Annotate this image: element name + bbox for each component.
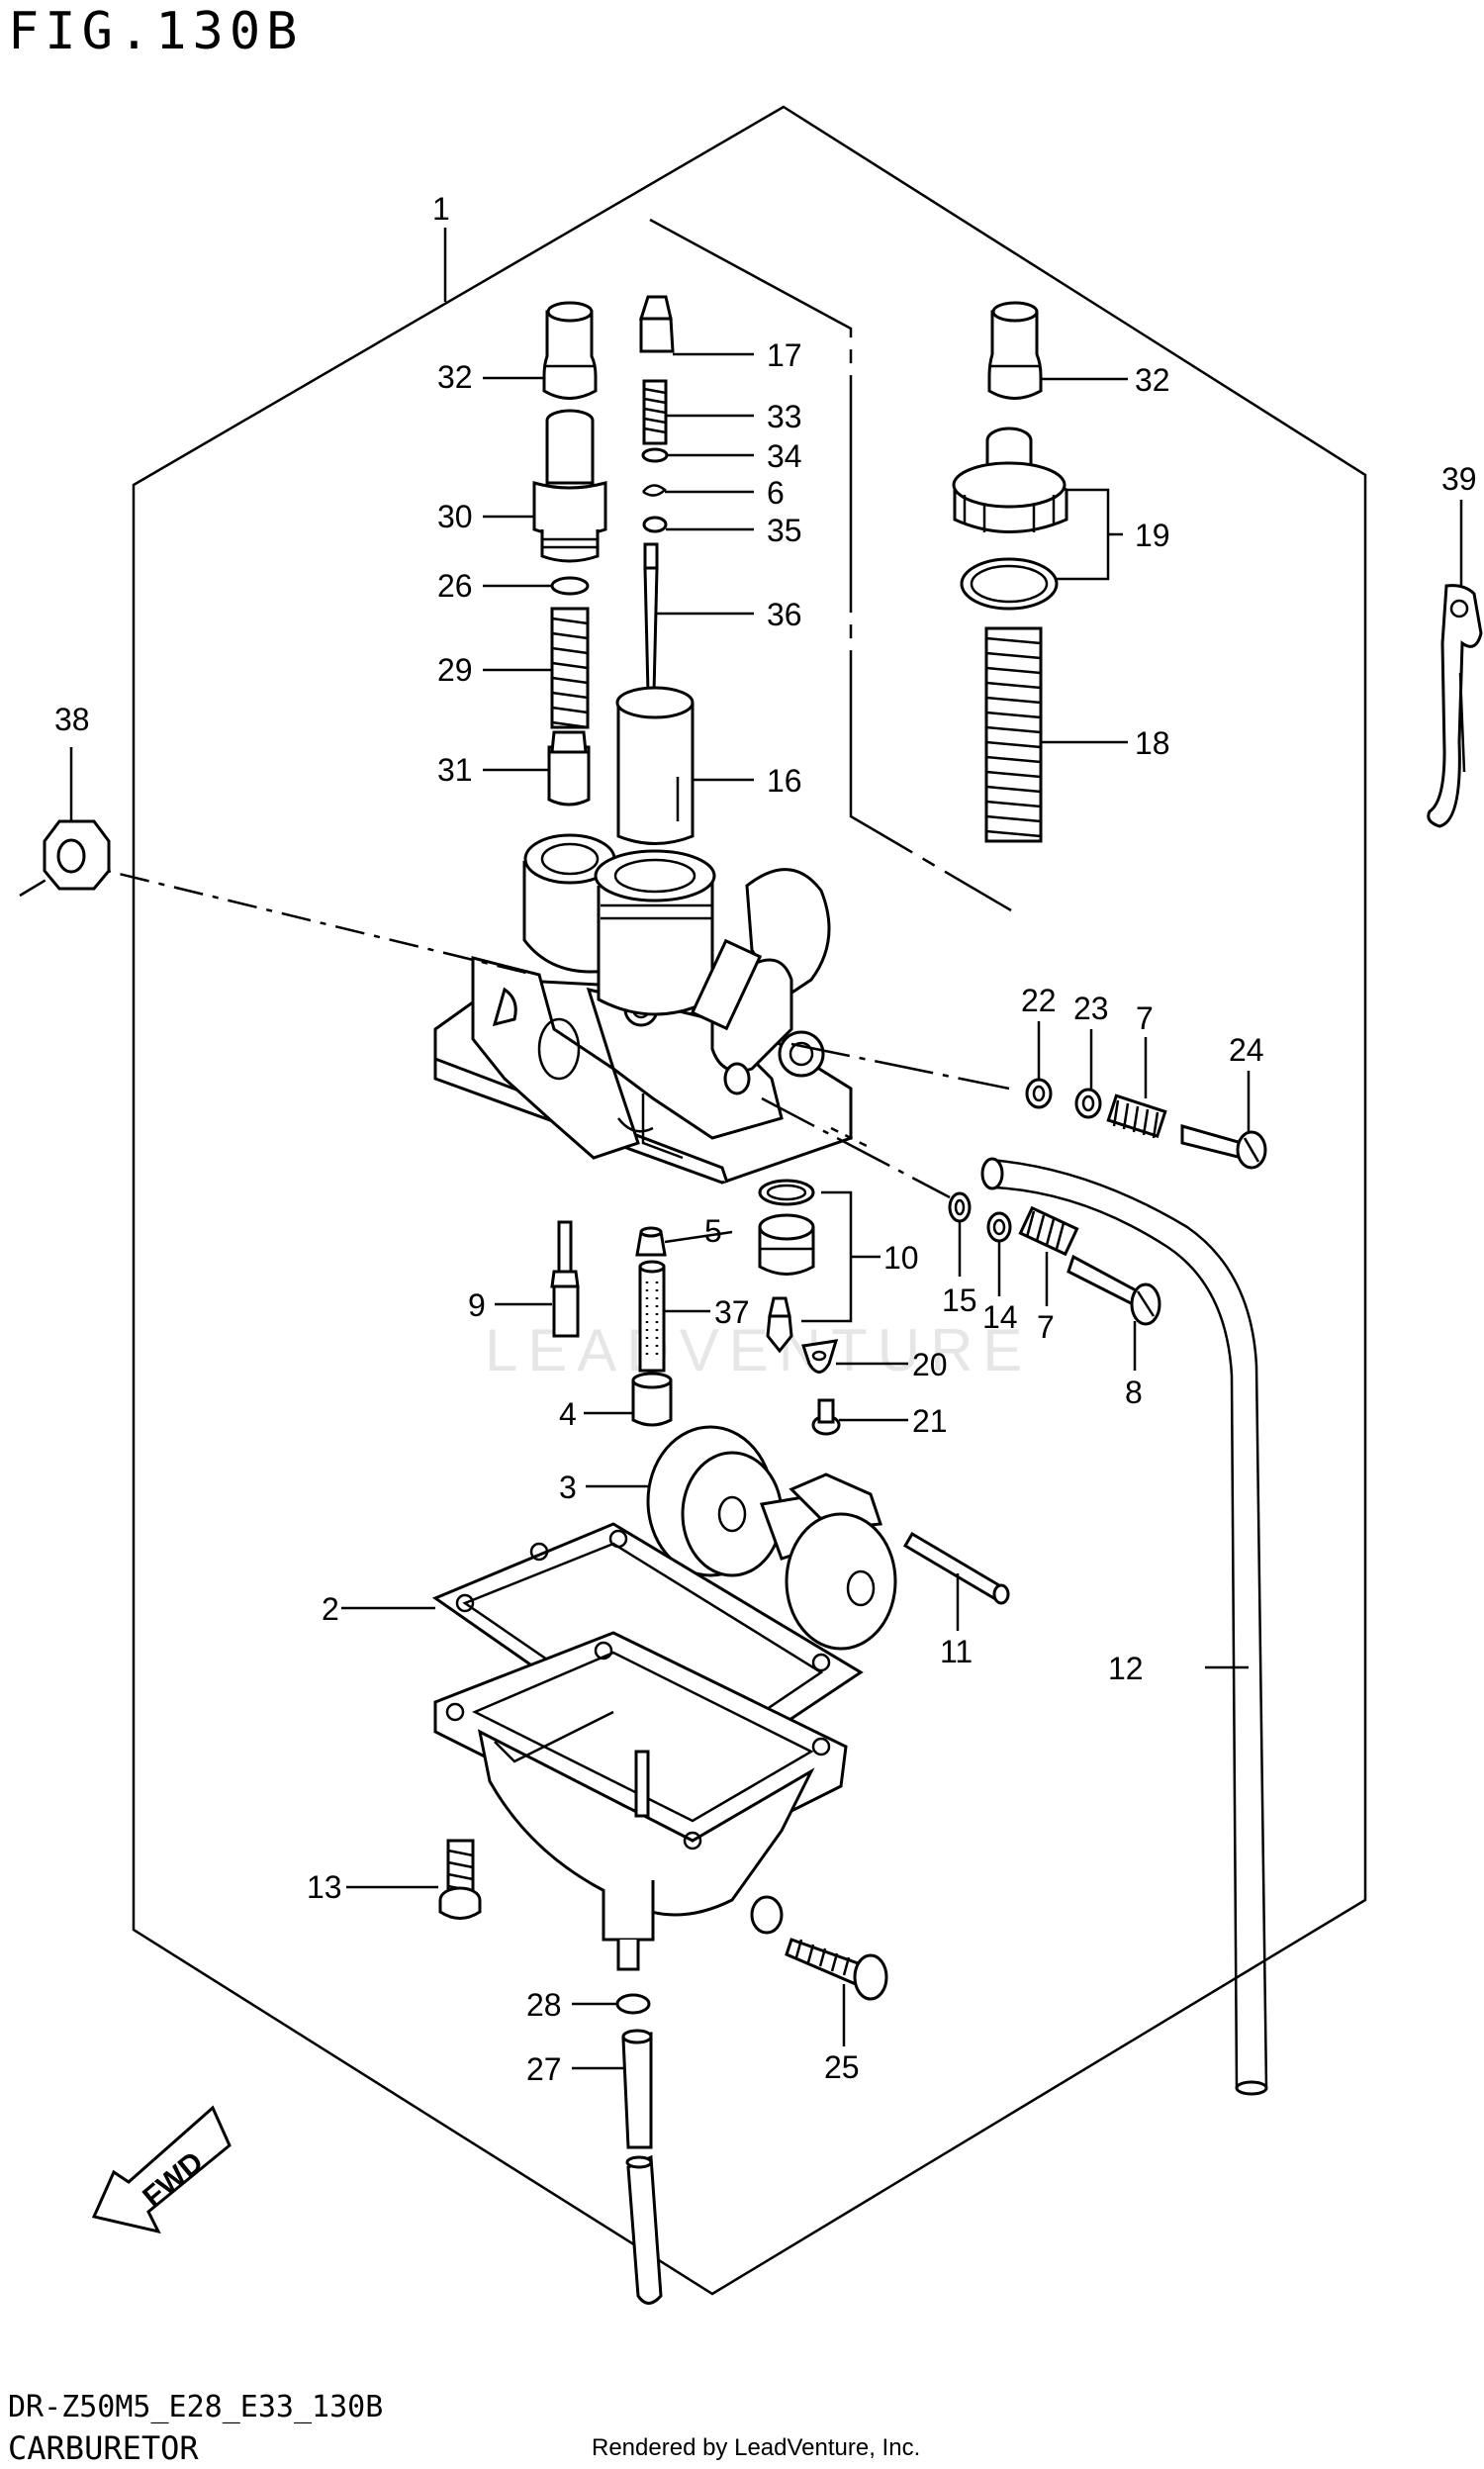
callout-18: 18 [1135, 725, 1170, 761]
callout-34: 34 [767, 438, 802, 474]
callout-4: 4 [559, 1396, 577, 1432]
washer-22 [1025, 1078, 1053, 1109]
vent-tube-12 [980, 1157, 1268, 2096]
pilot-jet-9 [550, 1220, 580, 1338]
callout-28: 28 [526, 1987, 562, 2023]
callout-25: 25 [824, 2049, 860, 2085]
top-cap-19 [952, 427, 1068, 533]
hose-clamp-28 [615, 1993, 651, 2015]
spring-18 [984, 626, 1043, 843]
o-ring-26 [550, 576, 590, 596]
float-pin-11 [902, 1531, 1010, 1605]
callout-35: 35 [767, 513, 802, 548]
spring-29 [550, 607, 590, 729]
callout-22: 22 [1021, 983, 1057, 1018]
spring-7a [1106, 1093, 1167, 1139]
float-bowl [433, 1631, 848, 1971]
clip-20 [801, 1339, 839, 1374]
callout-31: 31 [437, 752, 473, 788]
float-valve-seat-10 [758, 1213, 815, 1276]
jet-needle-36 [643, 542, 659, 695]
callout-3: 3 [559, 1470, 577, 1505]
screw-8 [1067, 1254, 1161, 1326]
callout-17: 17 [767, 337, 802, 373]
cable-route-outline [649, 218, 1012, 912]
throttle-slide-16 [615, 686, 695, 845]
spring-33 [642, 379, 668, 445]
assembly-boundary [132, 105, 1367, 2296]
fwd-arrow-icon: FWD [91, 2105, 232, 2234]
washer-14 [986, 1211, 1012, 1243]
screw-13 [438, 1839, 482, 1920]
callout-5: 5 [704, 1213, 722, 1249]
callout-26: 26 [437, 568, 473, 604]
callout-29: 29 [437, 652, 473, 688]
callout-30: 30 [437, 499, 473, 534]
carburetor-body [433, 833, 853, 1185]
callout-23: 23 [1073, 991, 1109, 1026]
callout-24: 24 [1229, 1032, 1264, 1068]
callout-19: 19 [1135, 518, 1170, 553]
callout-8: 8 [1125, 1375, 1143, 1410]
callout-6: 6 [767, 475, 785, 511]
section-name: CARBURETOR [8, 2429, 199, 2467]
render-credit: Rendered by LeadVenture, Inc. [592, 2434, 921, 2461]
float-3 [646, 1425, 897, 1651]
nut-38 [43, 819, 111, 891]
cap-left [542, 301, 598, 400]
callout-1: 1 [432, 191, 450, 227]
callout-39: 39 [1441, 461, 1477, 497]
callout-13: 13 [307, 1869, 342, 1905]
callout-27: 27 [526, 2051, 562, 2087]
washer-34 [641, 447, 669, 463]
cap-right [987, 301, 1043, 400]
callout-12: 12 [1108, 1651, 1144, 1686]
callout-38: 38 [54, 702, 90, 737]
screw-24 [1180, 1124, 1267, 1170]
callout-15: 15 [942, 1282, 977, 1318]
clip-39 [1427, 584, 1483, 828]
callout-14: 14 [982, 1299, 1018, 1335]
callout-32-right: 32 [1135, 362, 1170, 398]
cable-end-17 [638, 295, 675, 353]
callout-16: 16 [767, 763, 802, 799]
callout-labels: 1 32 30 26 29 31 17 33 34 6 35 36 16 32 … [54, 191, 1477, 2087]
callout-11: 11 [940, 1634, 973, 1669]
callout-7-bottom: 7 [1037, 1309, 1055, 1345]
needle-jet-37 [638, 1260, 666, 1373]
clip-6 [642, 484, 667, 497]
figure-title: FIG.130B [8, 2, 304, 61]
callout-20: 20 [912, 1347, 948, 1382]
callout-2: 2 [322, 1591, 339, 1627]
callout-7-top: 7 [1136, 1000, 1154, 1036]
washer-15 [948, 1191, 972, 1223]
screw-21 [811, 1398, 841, 1436]
callout-32-left: 32 [437, 359, 473, 395]
callout-21: 21 [912, 1403, 948, 1439]
callout-37: 37 [714, 1294, 750, 1330]
throttle-valve-31 [547, 730, 591, 807]
callout-33: 33 [767, 399, 802, 434]
o-ring-19 [960, 557, 1059, 611]
model-code: DR-Z50M5_E28_E33_130B [8, 2390, 384, 2424]
holder-4 [631, 1372, 673, 1427]
leader-lines [69, 228, 1463, 2070]
washer-23 [1074, 1088, 1102, 1119]
main-jet-5 [635, 1226, 667, 1257]
callout-36: 36 [767, 597, 802, 632]
washer-35 [642, 516, 668, 533]
needle-valve-10 [766, 1296, 793, 1354]
drain-screw-25 [785, 1938, 888, 2001]
callout-9: 9 [468, 1287, 486, 1323]
drain-hose-27 [621, 2029, 663, 2305]
spring-7b [1018, 1205, 1079, 1257]
callout-10: 10 [883, 1240, 919, 1276]
adjuster-nut [532, 409, 607, 563]
